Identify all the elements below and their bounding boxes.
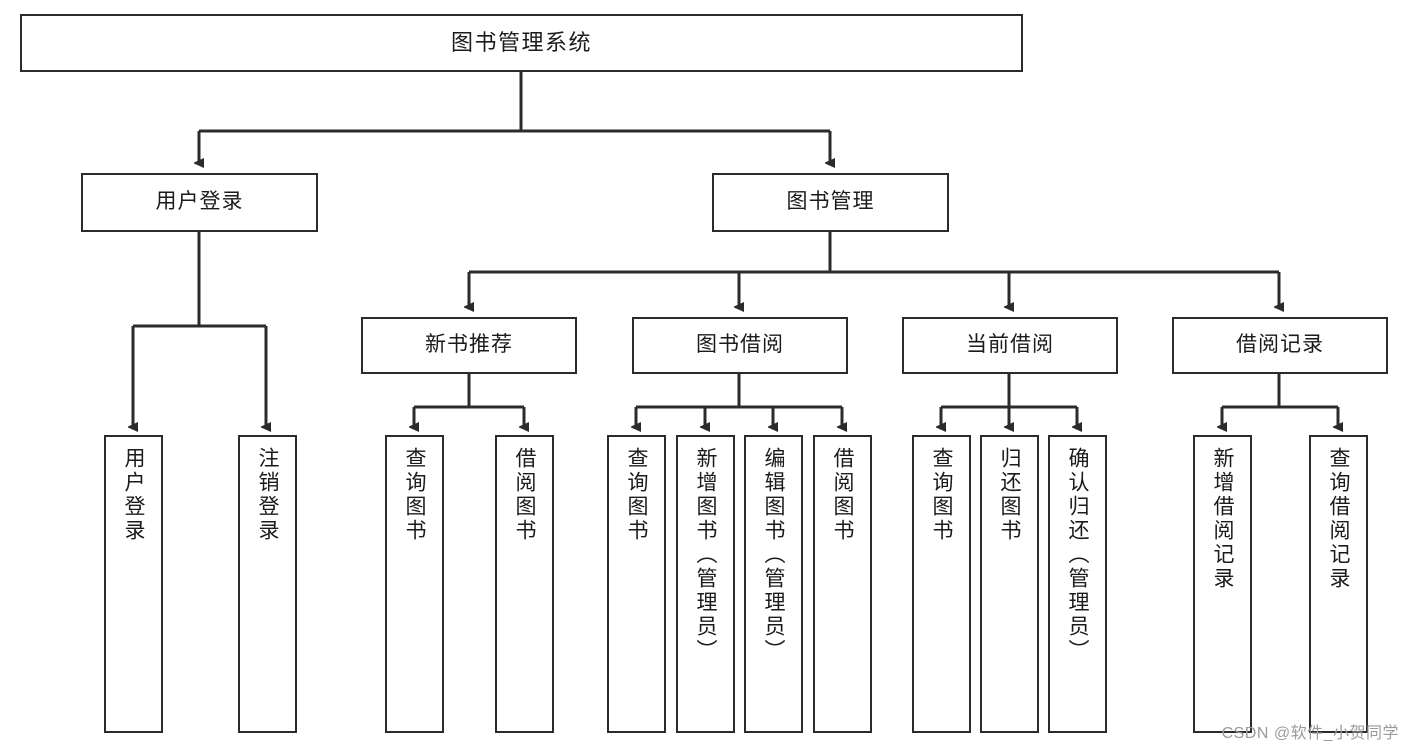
node-label: 确认归还（管理员） [1066, 447, 1089, 663]
node-label: 借阅图书 [831, 447, 854, 543]
node-current-borrow[interactable]: 当前借阅 [902, 317, 1118, 374]
node-leaf-user-login[interactable]: 用户登录 [104, 435, 163, 733]
node-label: 图书借阅 [696, 333, 784, 357]
node-leaf-query-book-2[interactable]: 查询图书 [607, 435, 666, 733]
node-label: 查询图书 [403, 447, 426, 543]
node-leaf-edit-book[interactable]: 编辑图书（管理员） [744, 435, 803, 733]
node-label: 新书推荐 [425, 333, 513, 357]
node-label: 注销登录 [256, 447, 279, 543]
node-label: 图书管理 [786, 190, 875, 214]
node-label: 借阅记录 [1236, 333, 1324, 357]
node-label: 图书管理系统 [450, 30, 592, 56]
node-leaf-query-book-3[interactable]: 查询图书 [912, 435, 971, 733]
node-new-book-recommend[interactable]: 新书推荐 [361, 317, 577, 374]
node-leaf-query-book-1[interactable]: 查询图书 [385, 435, 444, 733]
node-root-system[interactable]: 图书管理系统 [20, 14, 1023, 72]
node-label: 借阅图书 [513, 447, 536, 543]
node-leaf-return-book[interactable]: 归还图书 [980, 435, 1039, 733]
node-label: 新增借阅记录 [1211, 447, 1234, 591]
node-label: 用户登录 [122, 447, 145, 543]
node-label: 归还图书 [998, 447, 1021, 543]
node-label: 用户登录 [155, 190, 244, 214]
node-user-login[interactable]: 用户登录 [81, 173, 318, 232]
node-label: 当前借阅 [966, 333, 1054, 357]
node-leaf-add-book[interactable]: 新增图书（管理员） [676, 435, 735, 733]
node-label: 查询图书 [625, 447, 648, 543]
node-leaf-add-record[interactable]: 新增借阅记录 [1193, 435, 1252, 733]
node-label: 编辑图书（管理员） [762, 447, 785, 663]
node-book-borrow[interactable]: 图书借阅 [632, 317, 848, 374]
node-leaf-confirm-return[interactable]: 确认归还（管理员） [1048, 435, 1107, 733]
node-leaf-user-logout[interactable]: 注销登录 [238, 435, 297, 733]
watermark: CSDN @软件_小贺同学 [1221, 725, 1399, 742]
node-label: 新增图书（管理员） [694, 447, 717, 663]
node-borrow-record[interactable]: 借阅记录 [1172, 317, 1388, 374]
node-label: 查询借阅记录 [1327, 447, 1350, 591]
node-label: 查询图书 [930, 447, 953, 543]
node-book-manage[interactable]: 图书管理 [712, 173, 949, 232]
node-leaf-borrow-book-2[interactable]: 借阅图书 [813, 435, 872, 733]
node-leaf-query-record[interactable]: 查询借阅记录 [1309, 435, 1368, 733]
node-leaf-borrow-book-1[interactable]: 借阅图书 [495, 435, 554, 733]
